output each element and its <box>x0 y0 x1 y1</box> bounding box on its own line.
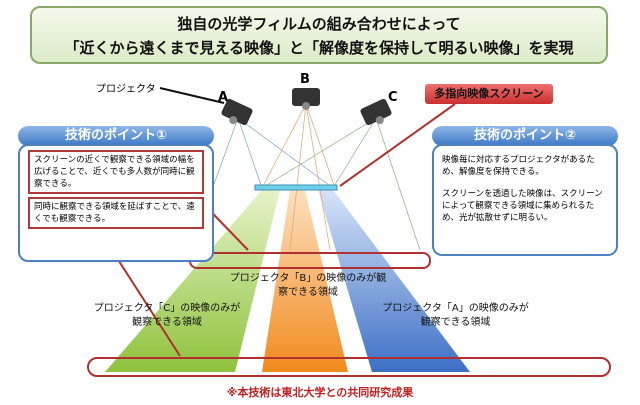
beam-a-blue <box>318 190 470 372</box>
title-box: 独自の光学フィルムの組み合わせによって 「近くから遠くまで見える映像」と「解像度… <box>30 6 608 64</box>
projector-b-icon <box>292 88 320 110</box>
footer-note: ※本技術は東北大学との共同研究成果 <box>226 386 414 399</box>
point2-heading: 技術のポイント② <box>432 126 618 146</box>
projector-c-label: C <box>388 90 398 105</box>
projector-label: プロジェクタ <box>96 84 156 95</box>
title-line2: 「近くから遠くまで見える映像」と「解像度を保持して明るい映像」を実現 <box>64 39 574 57</box>
beam-c-green <box>105 190 280 372</box>
point1-heading: 技術のポイント① <box>18 126 214 146</box>
region-c-label: プロジェクタ「C」の映像のみが観察できる領域 <box>93 303 241 328</box>
point1-note2: 同時に観察できる領域を延ばすことで、遠くでも観察できる。 <box>28 197 204 229</box>
screen-label: 多指向映像スクリーン <box>425 84 553 104</box>
projector-b-label: B <box>300 72 310 87</box>
point2-para1: 映像毎に対応するプロジェクタがあるため、解像度を保持できる。 <box>442 155 595 177</box>
far-region-oval <box>87 357 611 377</box>
region-b-label: プロジェクタ「B」の映像のみが観察できる領域 <box>229 273 387 298</box>
projector-a-label: A <box>218 90 229 105</box>
beam-b-orange <box>262 190 348 372</box>
region-a-label: プロジェクタ「A」の映像のみが観察できる領域 <box>382 303 529 328</box>
projector-a-icon <box>221 98 253 126</box>
point1-note1: スクリーンの近くで観察できる領域の幅を広げることで、近くでも多人数が同時に観察で… <box>28 150 204 194</box>
point1-panel: 技術のポイント① スクリーンの近くで観察できる領域の幅を広げることで、近くでも多… <box>18 126 214 262</box>
point2-panel: 技術のポイント② 映像毎に対応するプロジェクタがあるため、解像度を保持できる。 … <box>432 126 618 256</box>
title-line1: 独自の光学フィルムの組み合わせによって <box>177 15 461 33</box>
point2-para2: スクリーンを透過した映像は、スクリーンによって観察できる領域に集められるため、光… <box>442 189 603 223</box>
projector-c-icon <box>360 98 392 126</box>
screen <box>254 184 338 191</box>
